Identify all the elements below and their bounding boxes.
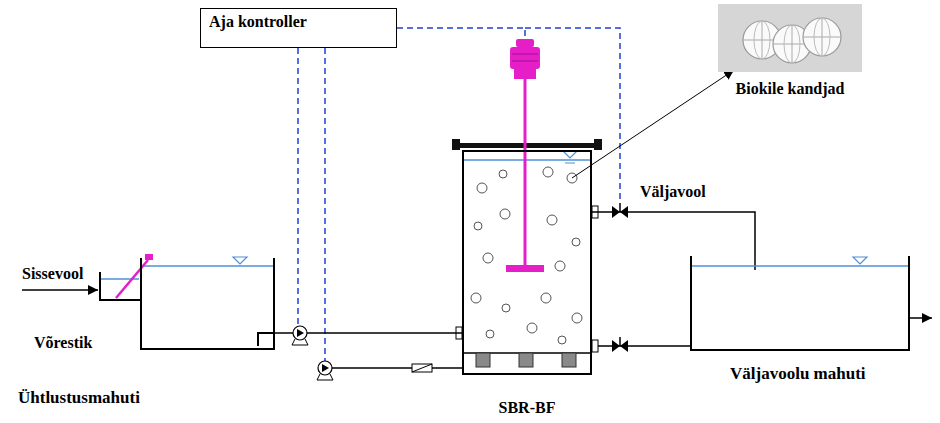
tank-wall: [691, 256, 909, 350]
inflow-arrow: [22, 289, 98, 291]
bubble: [474, 222, 482, 230]
bubble: [543, 167, 553, 177]
control-wires: [298, 28, 620, 361]
node-label: Ühtlustusmahuti: [18, 388, 140, 408]
node-label: Väljavoolu mahuti: [730, 364, 866, 384]
pump-mark: [297, 329, 304, 337]
outflow-label: Väljavool: [640, 183, 706, 201]
effluent-valve: [620, 206, 628, 218]
air-diffuser: [519, 353, 533, 367]
carrier-rib: [803, 37, 841, 38]
bubble: [486, 330, 494, 338]
suction-pipe: [258, 333, 275, 346]
air-pipe: [332, 367, 462, 369]
water-level: [463, 159, 591, 161]
motor-base: [514, 69, 536, 79]
carrier-picture: [716, 4, 864, 116]
water-level: [691, 265, 909, 267]
bubble: [555, 261, 565, 271]
pipe-line: [592, 212, 755, 256]
control-line: [397, 28, 525, 150]
pointer-line: [572, 165, 592, 178]
mixer-impeller: [506, 265, 544, 272]
tank-wall: [141, 258, 274, 349]
carrier-rib: [754, 21, 770, 59]
lid-flange: [452, 139, 460, 150]
flowmeter-mark: [412, 364, 432, 372]
pump-mark: [322, 364, 329, 372]
node-label: Aja kontroller: [209, 13, 388, 31]
water-level-mark: [565, 163, 575, 164]
tank-outline: [140, 258, 275, 350]
air-diffuser: [476, 353, 490, 367]
effluent-drop: [754, 256, 756, 270]
bubble: [500, 209, 510, 219]
screen-label: Võrestik: [34, 334, 92, 352]
carrier-rib: [814, 18, 830, 56]
valve-stem: [619, 203, 621, 212]
feed-pump: [293, 326, 307, 340]
equalization-tank: Ühtlustusmahuti: [140, 258, 275, 350]
pointer-arrow: [592, 70, 734, 165]
mixer-shaft: [524, 79, 527, 266]
water-level-mark: [233, 257, 247, 264]
bubble: [502, 304, 510, 312]
air-diffuser: [562, 353, 576, 367]
bubble: [527, 323, 537, 333]
bubble: [572, 313, 582, 323]
bubble: [572, 238, 580, 246]
screen-bar: [116, 260, 148, 298]
drain-pipe: [598, 345, 690, 347]
reactor-vessel: SBR-BF: [462, 150, 592, 375]
valve-stem: [619, 337, 621, 346]
lid-flange: [594, 139, 602, 150]
drain-nozzle: [592, 340, 598, 352]
bubble: [541, 293, 551, 303]
pump-stand: [292, 339, 308, 345]
node-label: Biokile kandjad: [716, 80, 864, 98]
bubble: [471, 293, 481, 303]
photo-ground: [718, 4, 862, 72]
bubble: [499, 170, 507, 178]
air-flowmeter: [412, 364, 432, 372]
drain-valve: [612, 340, 620, 352]
effluent-valve: [612, 206, 620, 218]
bubble: [477, 183, 487, 193]
control-wire: [297, 48, 299, 326]
water-level-mark: [853, 257, 867, 264]
effluent-tank: Väljavoolu mahuti: [690, 256, 910, 351]
control-wire: [324, 48, 326, 361]
screen-handle: [145, 254, 153, 260]
bubble: [547, 215, 557, 225]
tank-outline: [690, 256, 910, 351]
drain-valve: [620, 340, 628, 352]
carrier-rib: [784, 25, 800, 63]
reactor-lid: [452, 143, 602, 148]
motor-body: [510, 47, 540, 69]
carrier-ball: [803, 18, 841, 56]
motor-fin: [512, 61, 538, 62]
controller-box: Aja kontroller: [200, 8, 397, 48]
outflow-arrow: [910, 317, 932, 319]
node-label: SBR-BF: [464, 399, 590, 417]
water-level: [141, 265, 274, 267]
water-level-mark: [563, 151, 577, 158]
air-pump: [318, 361, 332, 375]
pump-stand: [317, 374, 333, 380]
inflow-label: Sissevool: [22, 265, 83, 283]
carrier-photo: Biokile kandjad: [716, 4, 864, 116]
motor-cap: [516, 39, 534, 47]
bubble: [483, 253, 493, 263]
motor-fin: [512, 54, 538, 55]
bubble: [558, 336, 566, 344]
